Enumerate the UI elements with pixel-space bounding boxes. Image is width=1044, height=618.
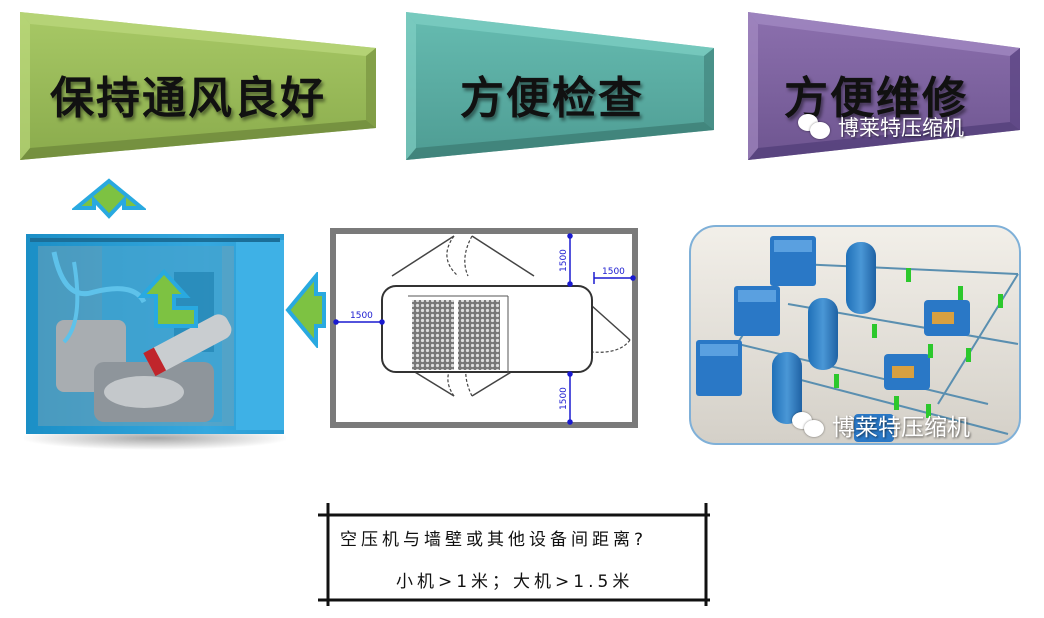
dimension-label-top: 1500 [559, 249, 569, 272]
dimension-label-right: 1500 [602, 267, 625, 277]
banner-shape [20, 12, 376, 160]
left-arrow-icon [285, 272, 326, 348]
compressor-image [20, 232, 290, 450]
wechat-icon [792, 412, 826, 438]
up-arrow-icon [72, 178, 146, 219]
banner-shape [406, 12, 714, 160]
banner-title: 方便检查 [460, 73, 644, 124]
answer-text: 小机>1米；大机>1.5米 [396, 572, 634, 592]
banner-title: 保持通风良好 [50, 73, 326, 124]
wechat-icon [798, 114, 832, 140]
compressor-unit [696, 236, 816, 396]
box-frame [318, 503, 710, 606]
turn-up-arrow-icon [137, 269, 198, 328]
compressor-room-image: 博莱特压缩机 [688, 224, 1022, 446]
dimension-label-left: 1500 [350, 311, 373, 321]
watermark: 博莱特压缩机 [798, 112, 964, 142]
clearance-question-box: 空压机与墙壁或其他设备间距离? 小机>1米；大机>1.5米 [318, 503, 710, 606]
banner-inspection: 方便检查 [404, 10, 716, 162]
watermark-text: 博莱特压缩机 [832, 415, 970, 441]
banner-ventilation: 保持通风良好 [18, 10, 378, 162]
watermark: 博莱特压缩机 [792, 408, 970, 442]
watermark-text: 博莱特压缩机 [838, 116, 964, 140]
clearance-layout-diagram: 1500 1500 1500 1500 [330, 228, 638, 428]
question-text: 空压机与墙壁或其他设备间距离? [340, 530, 648, 550]
cooler-grid [408, 295, 509, 374]
dimension-label-bottom: 1500 [559, 387, 569, 410]
banner-maintenance: 方便维修 博莱特压缩机 [746, 10, 1022, 162]
